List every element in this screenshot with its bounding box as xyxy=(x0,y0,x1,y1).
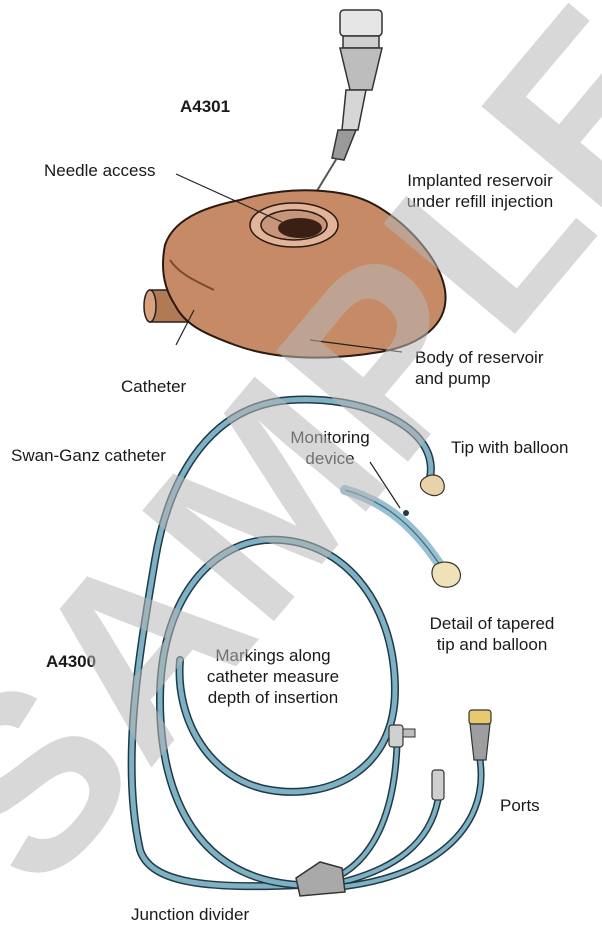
label-detail-tapered-tip-line-2: tip and balloon xyxy=(402,634,582,655)
label-tip-with-balloon: Tip with balloon xyxy=(451,437,569,458)
tapered-tip-detail xyxy=(345,490,460,587)
balloon-tip xyxy=(420,475,444,495)
label-body-of-reservoir-line-1: Body of reservoir xyxy=(415,347,544,368)
label-swan-ganz: Swan-Ganz catheter xyxy=(11,445,166,466)
label-ports: Ports xyxy=(500,795,540,816)
figure-id-reservoir: A4301 xyxy=(180,96,230,117)
reservoir-body xyxy=(144,190,446,357)
label-detail-tapered-tip: Detail of tapered tip and balloon xyxy=(402,613,582,655)
label-markings-line-2: catheter measure xyxy=(186,666,360,687)
figure-id-catheter: A4300 xyxy=(46,651,96,672)
label-markings: Markings along catheter measure depth of… xyxy=(186,645,360,708)
label-body-of-reservoir-line-2: and pump xyxy=(415,368,544,389)
label-implanted-reservoir: Implanted reservoir under refill injecti… xyxy=(380,170,580,212)
junction-divider xyxy=(296,862,345,896)
label-junction-divider: Junction divider xyxy=(131,904,249,925)
label-monitoring-device-line-1: Monitoring xyxy=(275,427,385,448)
label-markings-line-3: depth of insertion xyxy=(186,687,360,708)
label-needle-access: Needle access xyxy=(44,160,156,181)
label-catheter: Catheter xyxy=(121,376,186,397)
ports-hardware xyxy=(389,710,491,800)
label-monitoring-device: Monitoring device xyxy=(275,427,385,469)
label-implanted-reservoir-line-1: Implanted reservoir xyxy=(380,170,580,191)
label-monitoring-device-line-2: device xyxy=(275,448,385,469)
label-detail-tapered-tip-line-1: Detail of tapered xyxy=(402,613,582,634)
label-body-of-reservoir: Body of reservoir and pump xyxy=(415,347,544,389)
label-markings-line-1: Markings along xyxy=(186,645,360,666)
label-implanted-reservoir-line-2: under refill injection xyxy=(380,191,580,212)
